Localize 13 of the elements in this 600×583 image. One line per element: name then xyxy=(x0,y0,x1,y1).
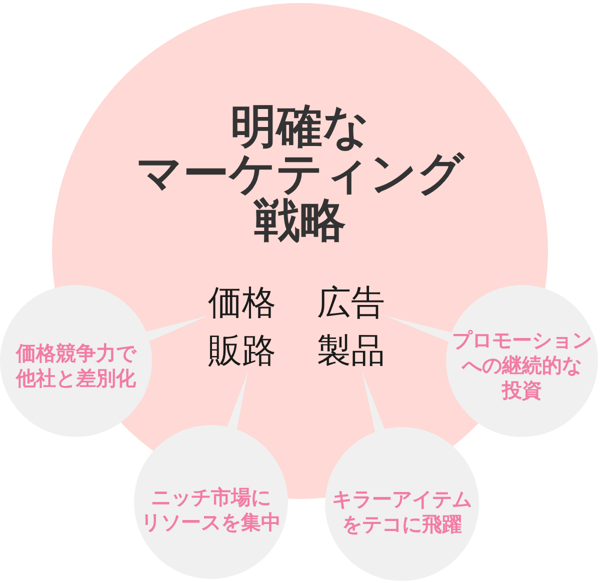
callout-tail xyxy=(146,316,208,342)
keyword-text: 販路 xyxy=(208,331,276,371)
callout-circle: 価格競争力で他社と差別化 xyxy=(0,285,152,437)
callout-circle: ニッチ市場にリソースを集中 xyxy=(134,425,288,579)
heading-text: 明確なマーケティング戦略 xyxy=(135,103,466,244)
keyword-text: 価格 xyxy=(208,283,276,323)
callout-tail xyxy=(362,371,384,432)
callout-circle: キラーアイテムをテコに飛躍 xyxy=(325,427,479,581)
keyword-text: 広告 xyxy=(317,283,385,323)
callout-tail xyxy=(227,371,248,430)
callout-circle: プロモーションへの継続的な投資 xyxy=(446,285,598,437)
keyword-text: 製品 xyxy=(317,331,385,371)
callout-tail xyxy=(385,316,452,342)
